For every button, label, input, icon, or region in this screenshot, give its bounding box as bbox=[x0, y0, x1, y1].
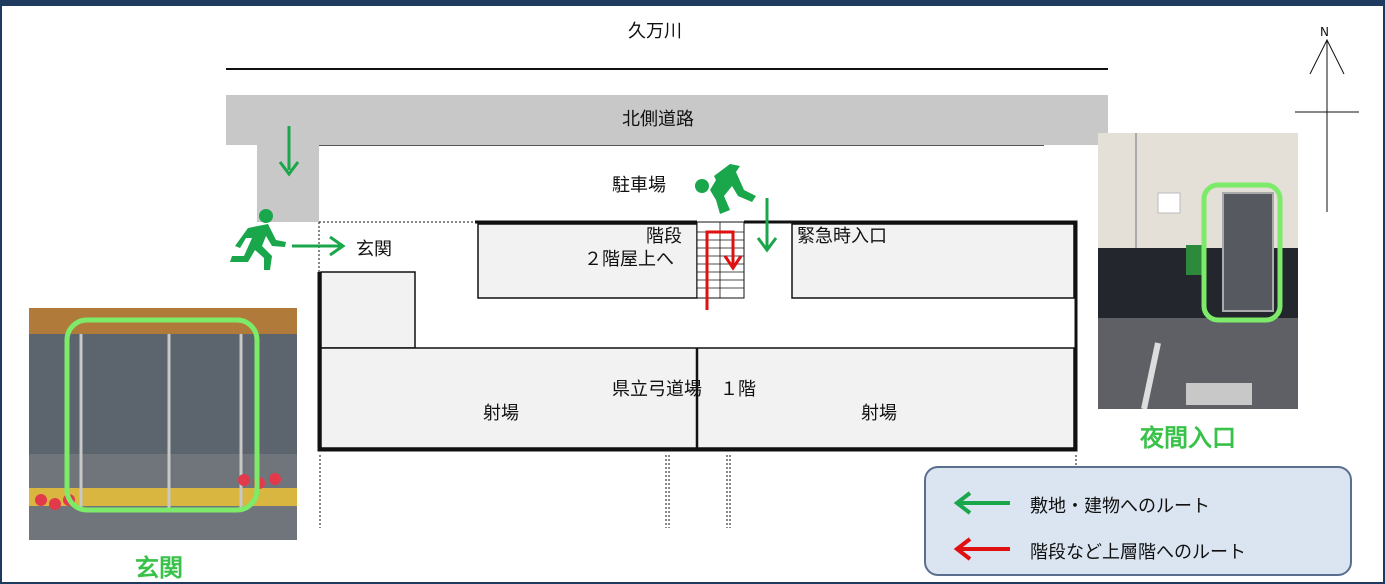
night-entrance-photo bbox=[1098, 133, 1298, 409]
entrance-photo bbox=[29, 308, 297, 540]
running-person-icon bbox=[230, 209, 286, 270]
parking-label: 駐車場 bbox=[612, 175, 666, 196]
stairs-label: 階段 bbox=[646, 226, 682, 247]
building-name-label: 県立弓道場 １階 bbox=[612, 379, 756, 400]
river-line bbox=[226, 68, 1108, 70]
building-extensions bbox=[319, 455, 1077, 528]
building-outline bbox=[317, 220, 1078, 452]
entrance-caption: 玄関 bbox=[135, 554, 183, 582]
green-route-arrows bbox=[278, 126, 778, 257]
stairs bbox=[696, 221, 745, 299]
north-road bbox=[226, 95, 1108, 145]
range-left-label: 射場 bbox=[483, 403, 519, 424]
compass-icon bbox=[1295, 38, 1359, 212]
emergency-runner-icon bbox=[695, 164, 756, 214]
stairs-roof-label: ２階屋上へ bbox=[584, 249, 674, 270]
range-right-label: 射場 bbox=[861, 403, 897, 424]
room-stairs-block bbox=[477, 223, 698, 299]
compass-north-label: N bbox=[1320, 25, 1329, 39]
emergency-entrance-label: 緊急時入口 bbox=[797, 226, 887, 247]
entrance-highlight-frame bbox=[64, 317, 260, 513]
red-route-arrow bbox=[705, 230, 743, 310]
north-road-label: 北側道路 bbox=[622, 109, 694, 130]
entrance-label: 玄関 bbox=[356, 239, 392, 260]
room-small bbox=[320, 271, 416, 349]
room-emergency-block bbox=[791, 223, 1075, 299]
night-entrance-caption: 夜間入口 bbox=[1140, 424, 1236, 452]
night-entrance-highlight-frame bbox=[1201, 182, 1283, 323]
legend-red-arrow-icon bbox=[953, 537, 1010, 561]
legend-box: 敷地・建物へのルート 階段など上層階へのルート bbox=[924, 466, 1352, 576]
legend-green-arrow-icon bbox=[953, 491, 1010, 515]
legend-item-green: 敷地・建物へのルート bbox=[1030, 496, 1210, 517]
parking-edge bbox=[319, 145, 1044, 146]
legend-item-red: 階段など上層階へのルート bbox=[1030, 542, 1246, 563]
river-label: 久万川 bbox=[628, 21, 682, 42]
